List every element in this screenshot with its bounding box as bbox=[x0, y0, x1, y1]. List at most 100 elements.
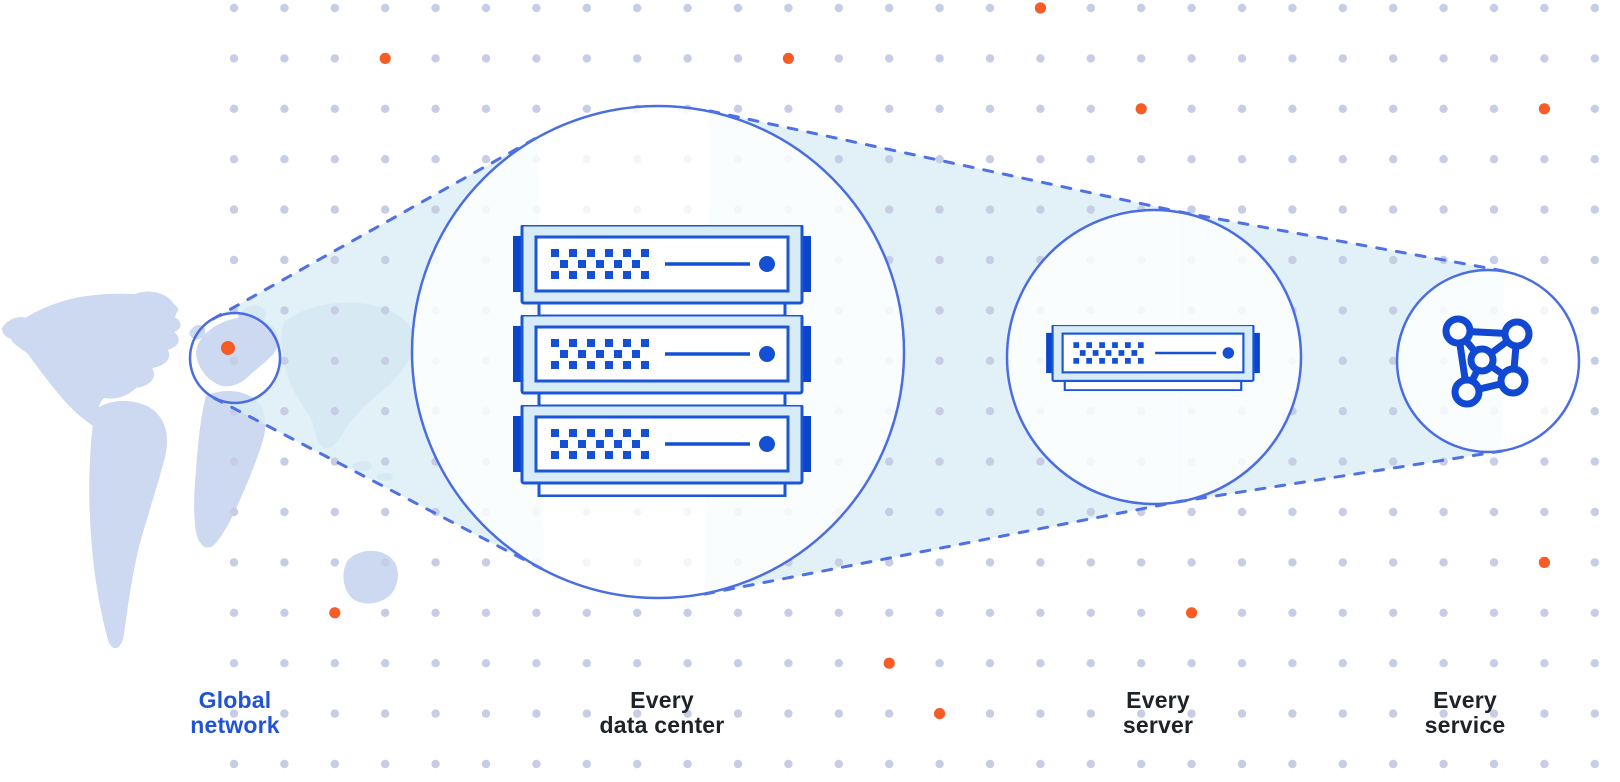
grid-dot bbox=[1489, 558, 1499, 567]
grid-dot bbox=[280, 54, 289, 63]
grid-dot bbox=[280, 205, 289, 214]
globe-focus-circle bbox=[188, 311, 282, 405]
grid-dot bbox=[582, 709, 591, 718]
grid-dot bbox=[935, 608, 944, 617]
grid-dot bbox=[1137, 155, 1146, 164]
grid-dot bbox=[784, 608, 793, 617]
grid-dot bbox=[330, 407, 339, 416]
grid-dot bbox=[1288, 608, 1297, 617]
grid-dot bbox=[1489, 608, 1499, 617]
map-alaska bbox=[2, 317, 32, 339]
grid-dot bbox=[431, 205, 440, 214]
grid-dot bbox=[229, 709, 239, 718]
grid-dot bbox=[1036, 507, 1045, 517]
grid-dot bbox=[1489, 507, 1499, 517]
label-global-network-line2: network bbox=[190, 712, 280, 738]
grid-dot bbox=[1590, 608, 1600, 617]
grid-dot bbox=[1187, 155, 1196, 164]
map-greenland bbox=[119, 291, 177, 338]
grid-dot bbox=[1237, 3, 1247, 13]
grid-dot bbox=[229, 255, 239, 265]
grid-dot bbox=[733, 709, 743, 718]
grid-dot bbox=[381, 205, 390, 214]
grid-dot bbox=[1439, 3, 1448, 13]
grid-dot bbox=[1086, 507, 1096, 517]
grid-dot bbox=[1590, 356, 1600, 365]
server-unit-1 bbox=[513, 225, 811, 317]
grid-dot bbox=[280, 558, 289, 567]
grid-dot bbox=[985, 255, 995, 265]
grid-dot bbox=[834, 759, 843, 769]
grid-dot bbox=[1489, 709, 1499, 718]
grid-dot bbox=[1489, 659, 1499, 668]
grid-dot bbox=[784, 709, 793, 718]
grid-dot bbox=[1439, 155, 1448, 164]
grid-dot bbox=[1288, 709, 1297, 718]
grid-dot bbox=[834, 659, 843, 668]
grid-dot bbox=[582, 104, 591, 114]
grid-dot bbox=[330, 659, 339, 668]
grid-dot bbox=[1237, 205, 1247, 214]
grid-dot bbox=[1288, 3, 1297, 13]
grid-dot bbox=[381, 3, 390, 13]
grid-dot bbox=[229, 759, 239, 769]
dash-top-1 bbox=[211, 135, 540, 321]
grid-dot bbox=[229, 659, 239, 668]
grid-dot bbox=[1489, 155, 1499, 164]
grid-dot bbox=[733, 3, 743, 13]
label-every-service-line2: service bbox=[1424, 712, 1506, 738]
label-every-data-center-line2: data center bbox=[599, 712, 725, 738]
grid-dot bbox=[1187, 709, 1196, 718]
grid-dot bbox=[330, 255, 339, 265]
grid-dot bbox=[1389, 356, 1398, 365]
grid-dot bbox=[532, 709, 541, 718]
grid-dot bbox=[229, 104, 239, 114]
grid-dot bbox=[1338, 608, 1348, 617]
grid-dot bbox=[784, 104, 793, 114]
grid-dot bbox=[935, 507, 944, 517]
grid-dot bbox=[1338, 3, 1348, 13]
grid-dot bbox=[1590, 205, 1600, 214]
grid-dot bbox=[784, 759, 793, 769]
grid-dot bbox=[1237, 104, 1247, 114]
grid-dot bbox=[1086, 558, 1096, 567]
grid-dot bbox=[229, 155, 239, 164]
grid-dot bbox=[1389, 659, 1398, 668]
grid-dot bbox=[1137, 3, 1146, 13]
grid-dot bbox=[1389, 104, 1398, 114]
grid-dot bbox=[280, 255, 289, 265]
grid-dot bbox=[1590, 709, 1600, 718]
grid-dot bbox=[431, 104, 440, 114]
grid-dot bbox=[280, 407, 289, 416]
grid-dot bbox=[280, 608, 289, 617]
grid-dot bbox=[985, 558, 995, 567]
grid-dot bbox=[834, 155, 843, 164]
grid-dot bbox=[1036, 608, 1045, 617]
grid-dot bbox=[381, 608, 390, 617]
orange-origin-dot bbox=[221, 341, 235, 355]
grid-dot bbox=[532, 3, 541, 13]
grid-dot bbox=[1237, 709, 1247, 718]
grid-dot bbox=[1590, 558, 1600, 567]
grid-dot bbox=[1137, 759, 1146, 769]
label-every-data-center: Every data center bbox=[600, 688, 725, 738]
grid-dot bbox=[733, 659, 743, 668]
grid-dot bbox=[481, 659, 491, 668]
grid-dot bbox=[683, 659, 692, 668]
grid-dot bbox=[885, 54, 894, 63]
grid-dot bbox=[280, 306, 289, 315]
grid-dot bbox=[985, 54, 995, 63]
label-global-network-line1: Global bbox=[198, 687, 272, 713]
grid-dot bbox=[431, 659, 440, 668]
grid-dot bbox=[1036, 709, 1045, 718]
grid-dot bbox=[381, 155, 390, 164]
grid-dot bbox=[381, 709, 390, 718]
grid-dot bbox=[1338, 709, 1348, 718]
label-global-network: Global network bbox=[190, 688, 280, 738]
grid-dot bbox=[1288, 155, 1297, 164]
grid-dot bbox=[985, 457, 995, 466]
grid-dot bbox=[784, 659, 793, 668]
label-every-server-line1: Every bbox=[1126, 687, 1190, 713]
dash-bottom-1 bbox=[212, 396, 546, 572]
